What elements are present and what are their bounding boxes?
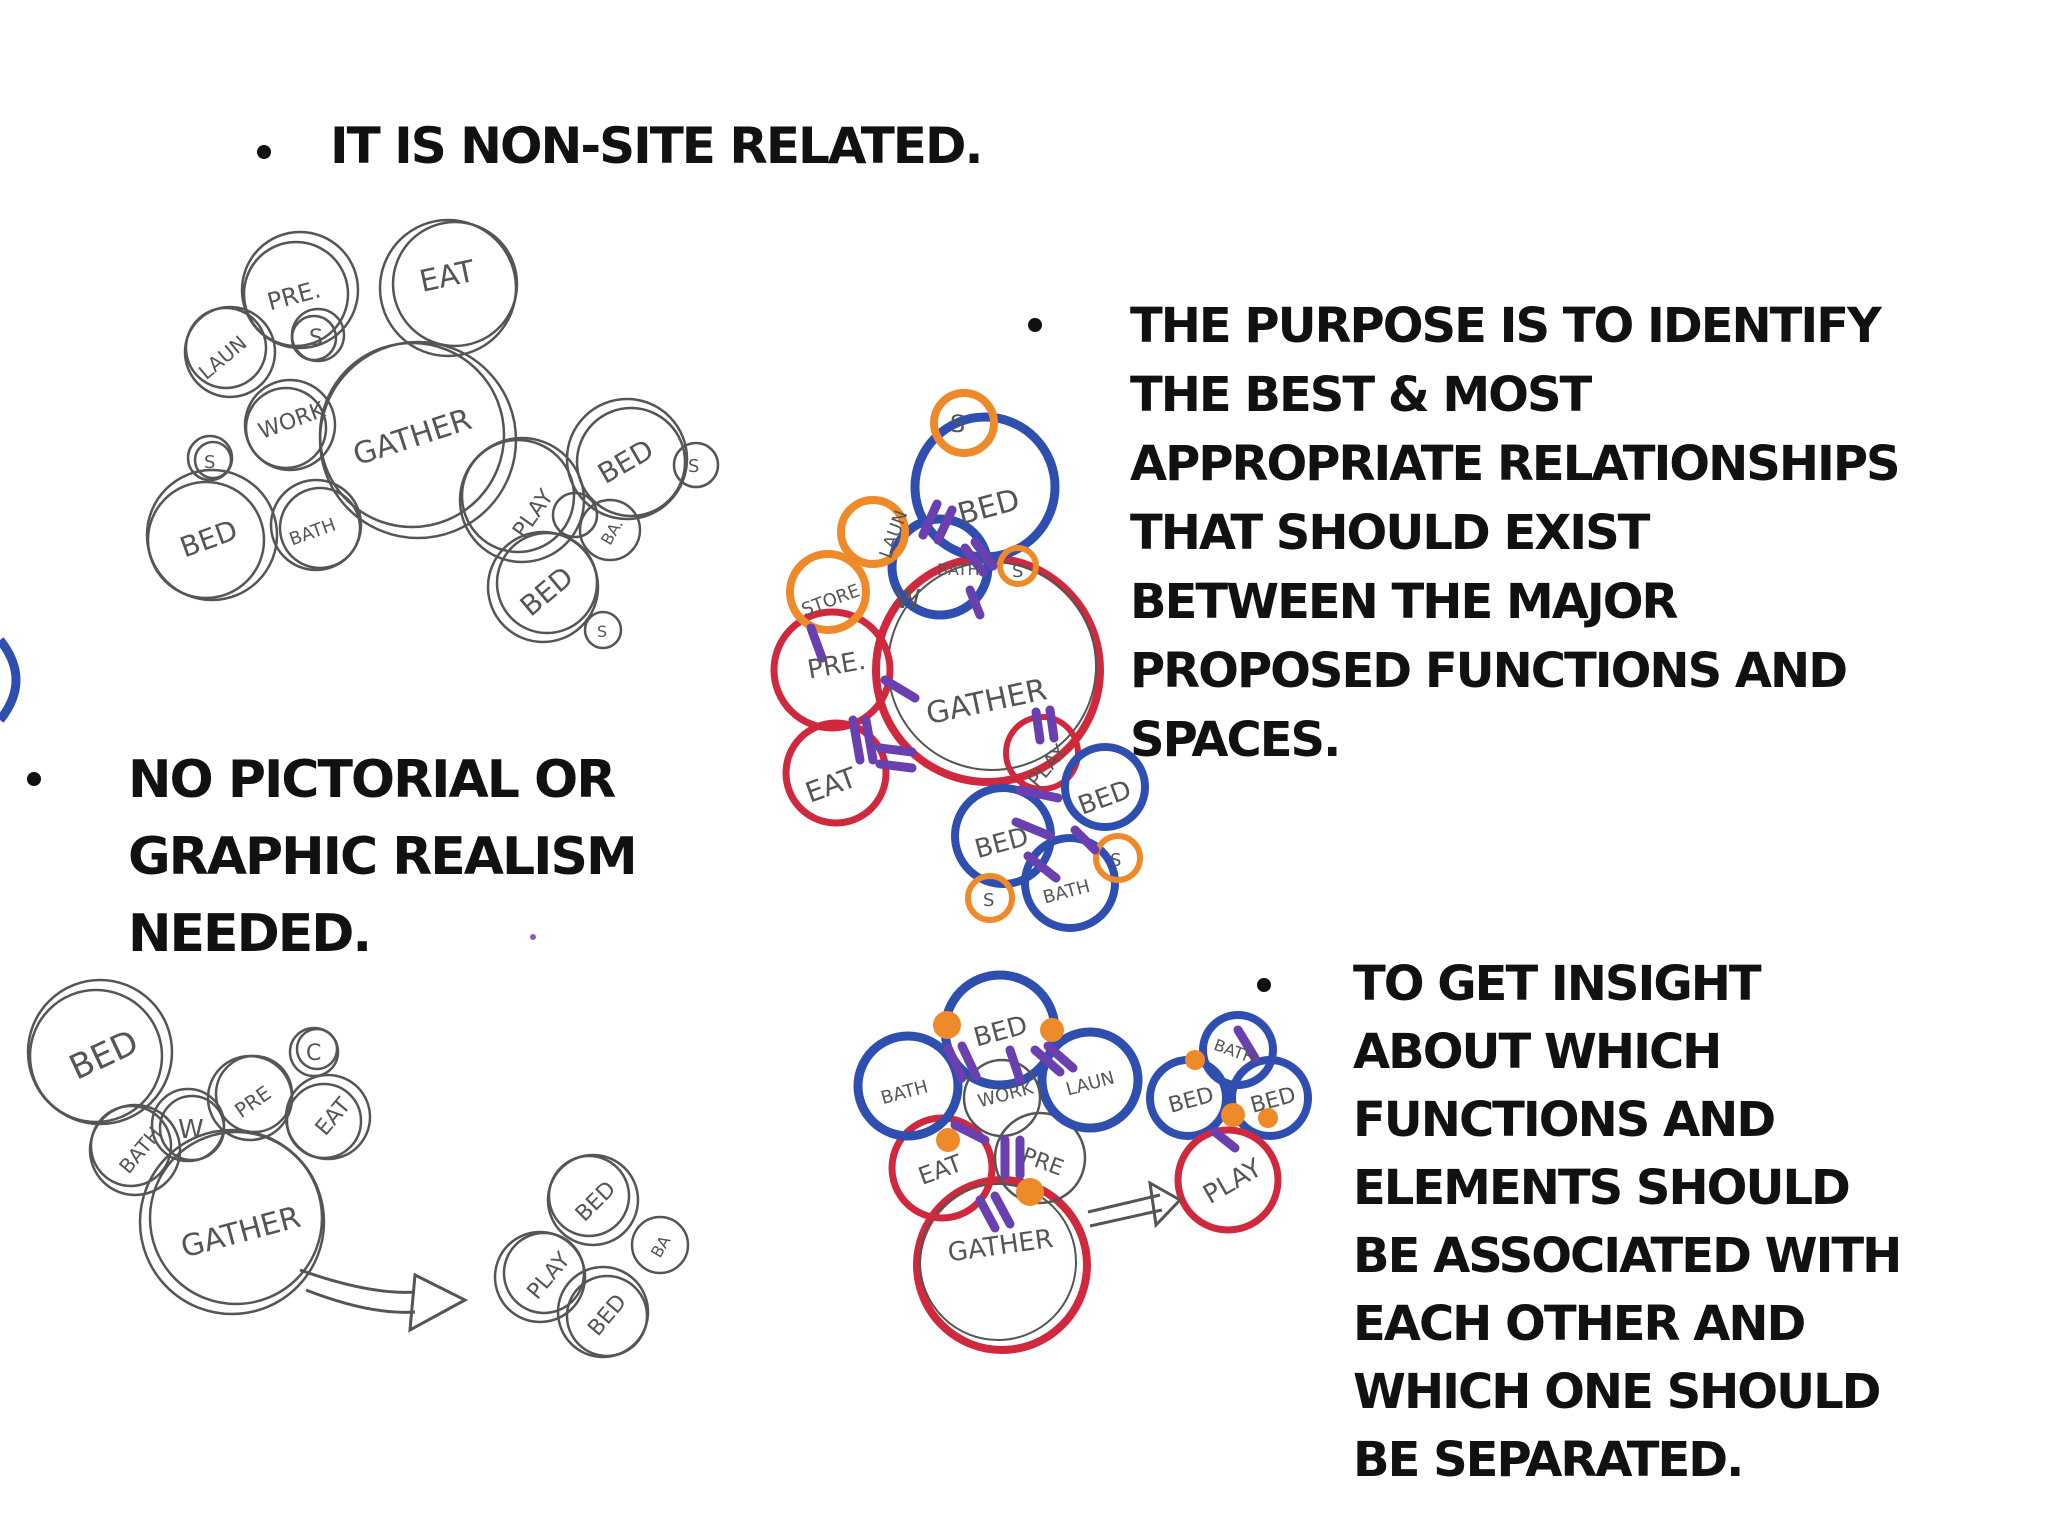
label-bed: BED: [1074, 775, 1135, 822]
bullet-dot: [1257, 978, 1271, 992]
label-bed: BED: [583, 1290, 632, 1341]
label-ba: BA: [647, 1232, 674, 1261]
label-c: C: [306, 1041, 321, 1066]
sketch-a: EAT PRE. LAUN S WORK GATHER S BED BATH P…: [145, 218, 720, 650]
label-eat: EAT: [801, 761, 862, 810]
label-s: S: [597, 622, 607, 641]
label-s: S: [1012, 561, 1023, 582]
label-bath: BATH: [287, 514, 339, 550]
label-s: S: [688, 456, 699, 477]
label-s: S: [950, 410, 965, 438]
label-w: W: [178, 1115, 204, 1145]
label-bed: BED: [514, 560, 580, 623]
stray-mark: [530, 934, 536, 940]
label-bath: BATH: [937, 560, 979, 579]
label-eat: EAT: [311, 1093, 357, 1141]
bullet-text-non-site: IT IS NON-SITE RELATED.: [330, 117, 983, 175]
bullet-purpose: THE PURPOSE IS TO IDENTIFY THE BEST & MO…: [1028, 292, 1901, 775]
label-bath: BATH: [114, 1122, 167, 1178]
sketch-b: S BED LAUN BATH S STORE W PRE. GATHER EA…: [770, 389, 1149, 932]
label-s: S: [1110, 850, 1121, 871]
label-w: W: [895, 585, 921, 615]
label-bed: BED: [592, 433, 659, 491]
bullet-non-site: IT IS NON-SITE RELATED.: [257, 112, 983, 181]
label-bed: BED: [63, 1022, 144, 1088]
bullet-dot: [257, 145, 271, 159]
sketch-d: BED BATH WORK LAUN EAT PRE GATHER BATH B…: [853, 970, 1312, 1354]
bullet-text-no-realism: NO PICTORIAL OR GRAPHIC REALISM NEEDED.: [128, 750, 638, 964]
label-pre: PRE: [230, 1081, 275, 1123]
label-ba: BA.: [597, 516, 627, 549]
label-bed: BED: [954, 482, 1024, 532]
bullet-text-purpose: THE PURPOSE IS TO IDENTIFY THE BEST & MO…: [1130, 298, 1901, 768]
label-work: WORK: [255, 398, 329, 445]
label-s: S: [983, 890, 994, 911]
label-gather: GATHER: [349, 402, 476, 473]
bullet-dot: [1028, 318, 1042, 332]
sketch-c: BED C BATH W PRE EAT GATHER BED PLAY BA …: [26, 978, 690, 1359]
label-bed: BED: [176, 513, 242, 564]
label-gather: GATHER: [923, 672, 1050, 732]
label-gather: GATHER: [177, 1200, 304, 1265]
label-s: S: [204, 452, 215, 473]
edge-arc: [0, 637, 21, 723]
label-bed: BED: [1166, 1083, 1217, 1119]
label-bath: BATH: [879, 1076, 931, 1109]
label-bed: BED: [1248, 1083, 1299, 1119]
label-laun: LAUN: [1064, 1067, 1117, 1100]
label-bed: BED: [571, 1177, 621, 1227]
bullet-no-realism: NO PICTORIAL OR GRAPHIC REALISM NEEDED.: [27, 742, 638, 973]
label-s: S: [309, 326, 323, 351]
label-bed: BED: [971, 1010, 1031, 1053]
label-play: PLAY: [1198, 1153, 1267, 1210]
bullet-text-insight: TO GET INSIGHT ABOUT WHICH FUNCTIONS AND…: [1353, 956, 1902, 1488]
label-eat: EAT: [416, 254, 478, 300]
label-bath: BATH: [1211, 1035, 1257, 1067]
label-gather: GATHER: [946, 1224, 1055, 1268]
label-pre: PRE: [1018, 1144, 1066, 1182]
label-bed: BED: [972, 822, 1032, 865]
label-eat: EAT: [915, 1149, 967, 1191]
label-bath: BATH: [1041, 876, 1093, 909]
bullet-dot: [27, 772, 41, 786]
label-laun: LAUN: [194, 331, 251, 385]
label-play: PLAY: [523, 1248, 576, 1305]
bullet-insight: TO GET INSIGHT ABOUT WHICH FUNCTIONS AND…: [1257, 950, 1902, 1494]
label-pre: PRE.: [805, 646, 868, 686]
